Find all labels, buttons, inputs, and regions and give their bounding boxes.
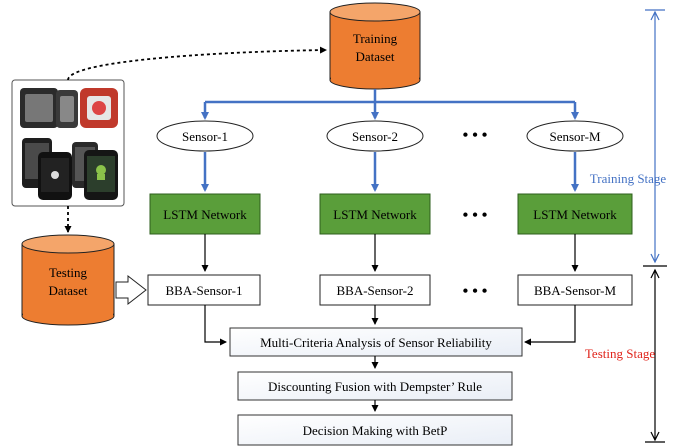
lstm-box-2: LSTM Network	[319, 193, 431, 235]
analysis-box: Multi-Criteria Analysis of Sensor Reliab…	[229, 327, 523, 357]
lstm-ellipsis: • • •	[463, 207, 488, 224]
lstm-label-m: LSTM Network	[533, 207, 617, 222]
decision-label: Decision Making with BetP	[303, 423, 448, 438]
training-dataset-label-line1: Training	[353, 31, 398, 46]
bba-box-1: BBA-Sensor-1	[147, 274, 261, 306]
sensor-label-1: Sensor-1	[182, 129, 228, 144]
testing-stage-label: Testing Stage	[585, 346, 655, 361]
bba-box-m: BBA-Sensor-M	[517, 274, 633, 306]
analysis-label: Multi-Criteria Analysis of Sensor Reliab…	[260, 335, 492, 350]
lstm-label-2: LSTM Network	[333, 207, 417, 222]
smartwatch-icon	[20, 88, 118, 128]
bba-label-m: BBA-Sensor-M	[534, 283, 617, 298]
training-stage-label: Training Stage	[590, 171, 667, 186]
testing-to-bba-arrow	[115, 274, 147, 306]
testing-stage-bracket	[645, 268, 665, 443]
bba-to-analysis-arrows	[204, 305, 576, 346]
smartphone-icon	[22, 138, 118, 200]
sensor-label-m: Sensor-M	[549, 129, 600, 144]
testing-dataset-label-line1: Testing	[49, 265, 88, 280]
training-distribution-arrows	[201, 89, 579, 192]
lstm-box-m: LSTM Network	[517, 193, 633, 235]
bba-box-2: BBA-Sensor-2	[319, 274, 431, 306]
training-dataset-cylinder: Training Dataset	[329, 2, 421, 90]
lstm-to-bba-arrows	[201, 234, 579, 272]
testing-dataset-cylinder: Testing Dataset	[21, 234, 115, 326]
decision-box: Decision Making with BetP	[237, 414, 513, 446]
discounting-label: Discounting Fusion with Dempster’ Rule	[268, 379, 482, 394]
sensor-node-m: Sensor-M	[526, 120, 624, 152]
sensor-label-2: Sensor-2	[352, 129, 398, 144]
sensor-ellipsis: • • •	[463, 127, 488, 144]
bba-label-2: BBA-Sensor-2	[336, 283, 413, 298]
wearable-devices-image	[11, 79, 125, 207]
discounting-box: Discounting Fusion with Dempster’ Rule	[237, 371, 513, 401]
bba-label-1: BBA-Sensor-1	[165, 283, 242, 298]
lstm-label-1: LSTM Network	[163, 207, 247, 222]
testing-dataset-label-line2: Dataset	[49, 283, 88, 298]
sensor-node-2: Sensor-2	[326, 120, 424, 152]
devices-to-training-arrow	[67, 46, 327, 81]
sensor-node-1: Sensor-1	[156, 120, 254, 152]
bba-ellipsis: • • •	[463, 283, 488, 300]
training-stage-bracket	[645, 9, 665, 264]
lstm-box-1: LSTM Network	[149, 193, 261, 235]
training-dataset-label-line2: Dataset	[356, 49, 395, 64]
